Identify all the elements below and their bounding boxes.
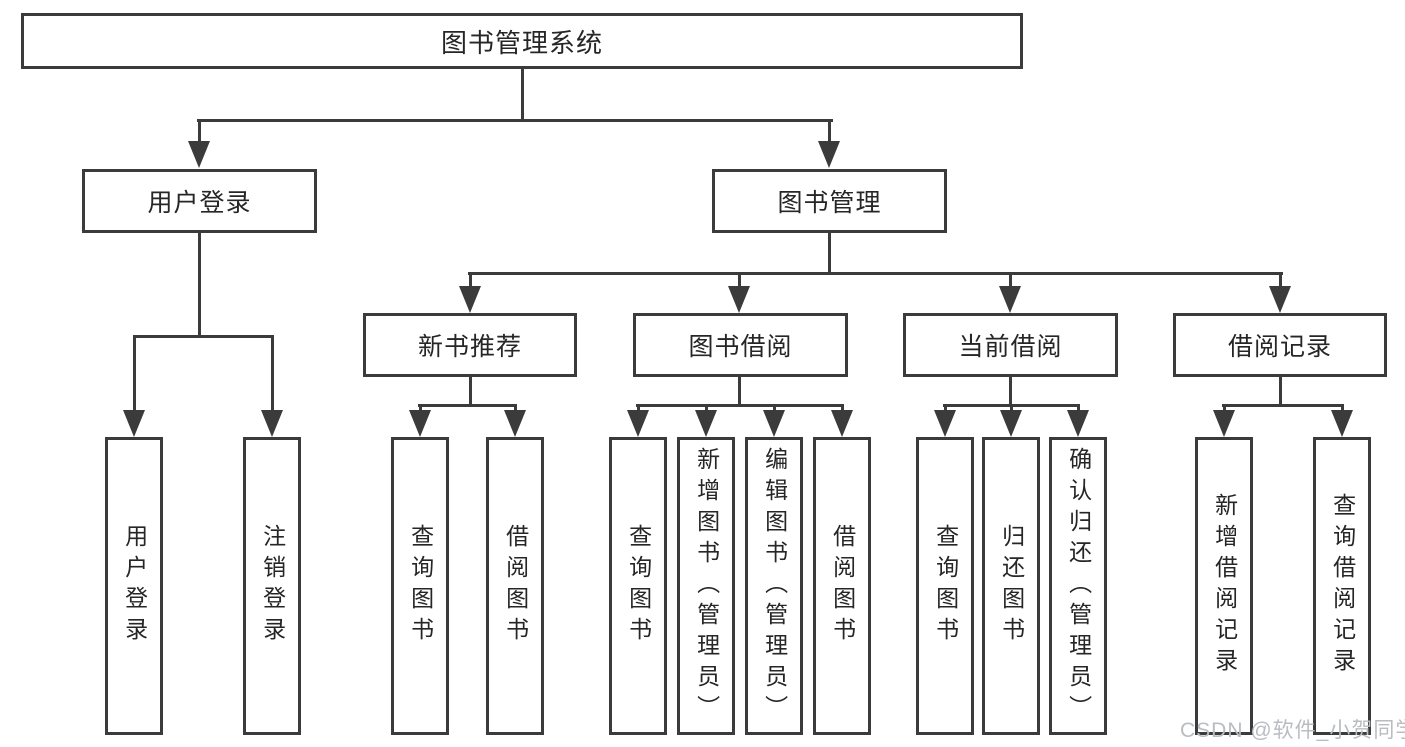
arrowhead-leaf xyxy=(409,410,431,437)
leaf-query-books-borrow: 查询图书 xyxy=(609,437,667,735)
arrowhead-leaf xyxy=(934,410,956,437)
arrowhead-book-management xyxy=(818,141,840,168)
leaf-add-borrow-record: 新增借阅记录 xyxy=(1195,437,1253,735)
node-user-login: 用户登录 xyxy=(82,169,317,233)
connector-leaf-stem xyxy=(514,404,517,414)
leaf-label: 借阅图书 xyxy=(502,524,529,648)
leaf-label: 确认归还（管理员） xyxy=(1065,446,1092,726)
leaf-label: 借阅图书 xyxy=(829,524,856,648)
node-book-management: 图书管理 xyxy=(712,169,947,233)
node-label: 新书推荐 xyxy=(417,333,522,361)
connector-user-login-rail xyxy=(133,335,274,338)
leaf-confirm-return-admin: 确认归还（管理员） xyxy=(1049,437,1107,735)
leaf-label: 新增图书（管理员） xyxy=(693,446,720,726)
connector-leaf-stem xyxy=(705,404,708,414)
csdn-watermark: CSDN @软件_小贺同学 xyxy=(1180,719,1405,742)
connector-leaf-stem xyxy=(1010,404,1013,414)
leaf-query-borrow-record: 查询借阅记录 xyxy=(1313,437,1371,735)
leaf-query-books-recommend: 查询图书 xyxy=(391,437,449,735)
node-new-book-recommendation: 新书推荐 xyxy=(363,313,577,377)
connector-level3-rail xyxy=(468,272,1283,275)
connector-book-management-stem xyxy=(828,119,831,143)
arrowhead-leaf xyxy=(831,410,853,437)
leaf-query-books-current: 查询图书 xyxy=(916,437,974,735)
connector-current-borrow-down xyxy=(1009,377,1012,407)
leaf-label: 注销登录 xyxy=(259,524,286,648)
connector-new-book-rail xyxy=(418,404,517,407)
node-label: 图书管理系统 xyxy=(440,27,603,58)
arrowhead-current-borrow xyxy=(999,286,1021,313)
arrowhead-borrow-records xyxy=(1269,286,1291,313)
arrowhead-leaf xyxy=(1000,410,1022,437)
leaf-label: 查询图书 xyxy=(625,524,652,648)
connector-leaf-stem xyxy=(773,404,776,414)
node-library-management-system: 图书管理系统 xyxy=(21,13,1023,69)
node-borrowing-records: 借阅记录 xyxy=(1173,313,1387,377)
leaf-label: 查询图书 xyxy=(932,524,959,648)
node-book-borrowing: 图书借阅 xyxy=(633,313,848,377)
node-current-borrowing: 当前借阅 xyxy=(903,313,1118,377)
arrowhead-leaf xyxy=(695,410,717,437)
connector-leaf-stem xyxy=(637,404,640,414)
leaf-add-books-admin: 新增图书（管理员） xyxy=(677,437,735,735)
arrowhead-leaf xyxy=(1331,410,1353,437)
arrowhead-leaf xyxy=(1067,410,1089,437)
leaf-user-login: 用户登录 xyxy=(105,437,163,735)
arrowhead-leaf xyxy=(504,410,526,437)
connector-leaf-stem xyxy=(841,404,844,414)
leaf-borrow-books-recommend: 借阅图书 xyxy=(486,437,544,735)
arrowhead-leaf-logout xyxy=(261,410,283,437)
leaf-logout: 注销登录 xyxy=(243,437,301,735)
node-label: 借阅记录 xyxy=(1227,333,1332,361)
connector-borrow-records-stem xyxy=(1279,272,1282,288)
leaf-label: 归还图书 xyxy=(998,524,1025,648)
node-label: 用户登录 xyxy=(147,189,252,217)
arrowhead-new-book xyxy=(459,286,481,313)
connector-leaf-stem xyxy=(1341,404,1344,414)
connector-leaf-logout-stem xyxy=(271,335,274,410)
connector-new-book-down xyxy=(469,377,472,407)
connector-level2-rail xyxy=(197,119,833,122)
arrowhead-leaf xyxy=(763,410,785,437)
connector-root-stem xyxy=(521,69,524,122)
node-label: 图书管理 xyxy=(777,189,882,217)
connector-book-management-down xyxy=(828,233,831,275)
connector-user-login-down xyxy=(198,233,201,338)
node-label: 当前借阅 xyxy=(958,333,1063,361)
connector-leaf-login-stem xyxy=(133,335,136,410)
connector-borrow-records-down xyxy=(1279,377,1282,407)
arrowhead-leaf-login xyxy=(123,410,145,437)
leaf-label: 查询图书 xyxy=(407,524,434,648)
arrowhead-leaf xyxy=(627,410,649,437)
connector-book-borrow-rail xyxy=(636,404,844,407)
leaf-label: 用户登录 xyxy=(121,524,148,648)
connector-leaf-stem xyxy=(1077,404,1080,414)
connector-leaf-stem xyxy=(1223,404,1226,414)
node-label: 图书借阅 xyxy=(688,333,793,361)
connector-user-login-stem xyxy=(198,119,201,143)
connector-book-borrow-stem xyxy=(738,272,741,288)
connector-current-borrow-stem xyxy=(1009,272,1012,288)
leaf-return-books: 归还图书 xyxy=(982,437,1040,735)
connector-book-borrow-down xyxy=(738,377,741,407)
leaf-label: 新增借阅记录 xyxy=(1211,493,1238,679)
connector-leaf-stem xyxy=(944,404,947,414)
leaf-label: 编辑图书（管理员） xyxy=(761,446,788,726)
leaf-edit-books-admin: 编辑图书（管理员） xyxy=(745,437,803,735)
connector-borrow-records-rail xyxy=(1222,404,1344,407)
connector-leaf-stem xyxy=(419,404,422,414)
arrowhead-book-borrow xyxy=(728,286,750,313)
arrowhead-leaf xyxy=(1213,410,1235,437)
connector-new-book-stem xyxy=(469,272,472,288)
leaf-label: 查询借阅记录 xyxy=(1329,493,1356,679)
leaf-borrow-books: 借阅图书 xyxy=(813,437,871,735)
arrowhead-user-login xyxy=(188,141,210,168)
